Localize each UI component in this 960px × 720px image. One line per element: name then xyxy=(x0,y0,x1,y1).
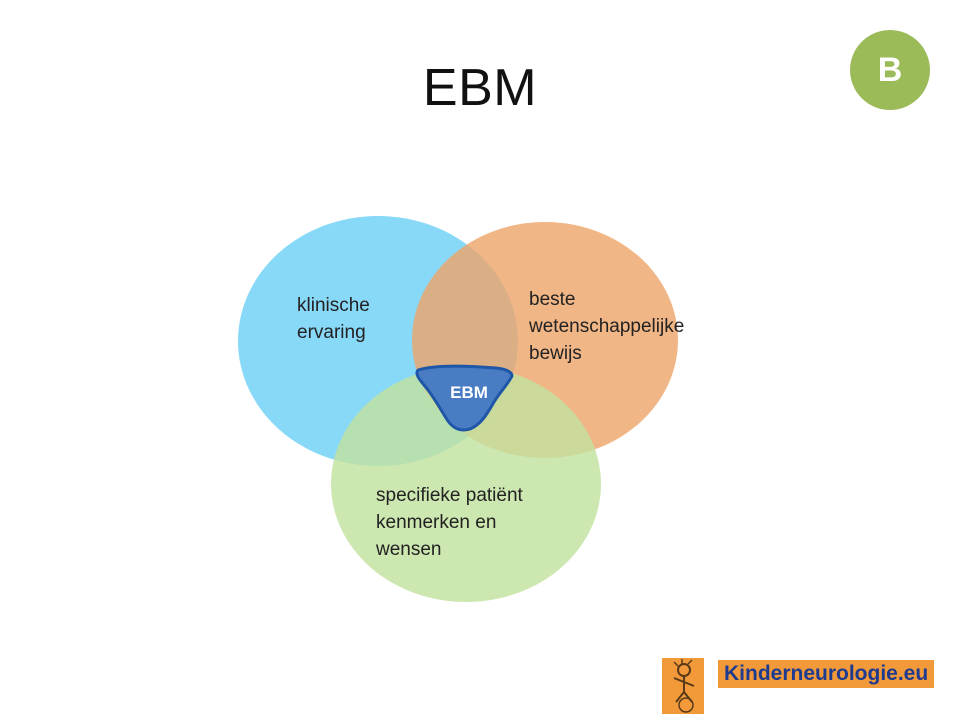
ebm-intersection-shape xyxy=(415,364,514,432)
label-best-evidence: beste wetenschappelijke bewijs xyxy=(529,289,685,364)
child-figure-icon-svg xyxy=(673,659,695,713)
child-figure-icon xyxy=(662,658,704,714)
slide-title: EBM xyxy=(422,59,538,117)
brand-label: Kinderneurologie.eu xyxy=(718,660,935,688)
circle-patient-preferences xyxy=(331,366,601,602)
label-ebm-center: EBM xyxy=(450,383,488,402)
section-badge: B xyxy=(850,30,930,110)
label-clinical-experience: klinische ervaring xyxy=(297,295,370,343)
label-patient-preferences: specifieke patiënt kenmerken en wensen xyxy=(376,485,523,560)
